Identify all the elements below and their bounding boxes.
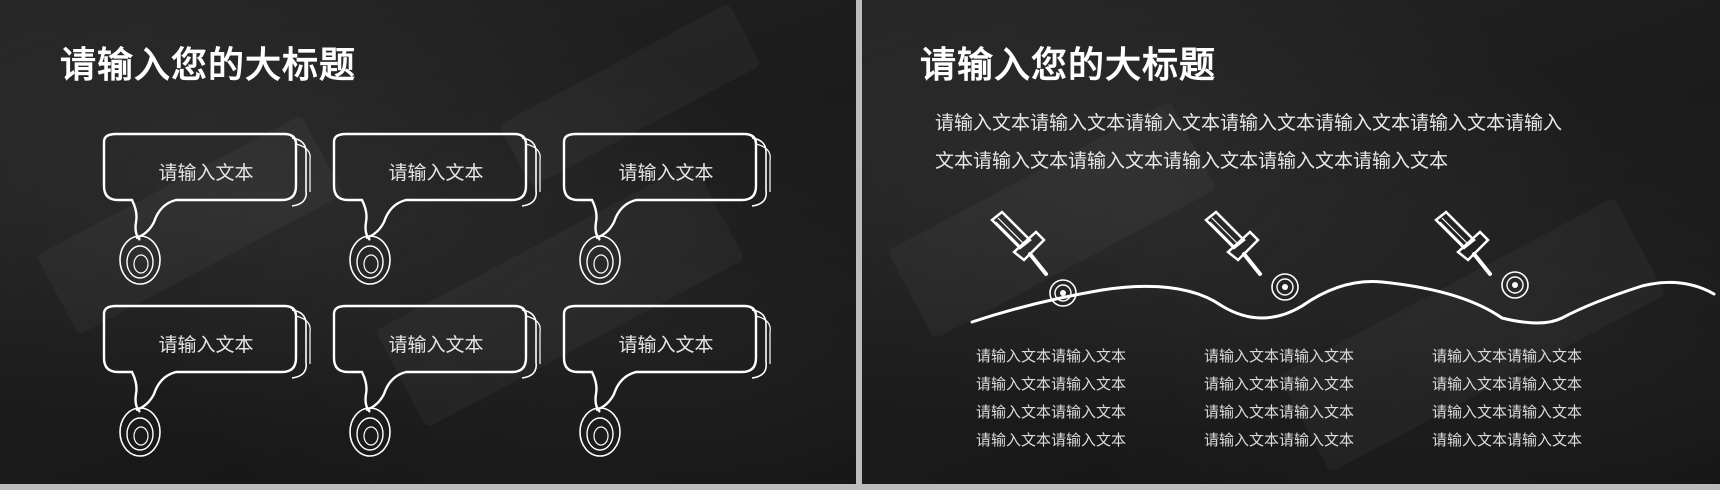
push-pin-icon	[1194, 208, 1274, 288]
column-line: 请输入文本请输入文本	[1204, 403, 1355, 421]
column-line: 请输入文本请输入文本	[1204, 347, 1355, 365]
speech-bubble[interactable]: 请输入文本	[326, 302, 546, 472]
speech-bubble-icon	[332, 132, 541, 285]
speech-bubble-icon	[102, 132, 311, 285]
column-line: 请输入文本请输入文本	[1204, 375, 1355, 393]
bubble-label: 请输入文本	[618, 334, 714, 356]
text-column: 请输入文本请输入文本 请输入文本请输入文本 请输入文本请输入文本 请输入文本请输…	[1432, 342, 1632, 454]
bubble-label: 请输入文本	[618, 162, 714, 184]
speech-bubble[interactable]: 请输入文本	[556, 130, 776, 300]
speech-bubble-icon	[562, 304, 771, 457]
column-line: 请输入文本请输入文本	[976, 403, 1127, 421]
wave-line	[970, 280, 1716, 325]
text-column: 请输入文本请输入文本 请输入文本请输入文本 请输入文本请输入文本 请输入文本请输…	[1204, 342, 1404, 454]
column-line: 请输入文本请输入文本	[1432, 347, 1583, 365]
intro-line: 文本请输入文本请输入文本请输入文本请输入文本请输入文本	[935, 150, 1449, 172]
scribble-dot-icon	[1271, 273, 1299, 301]
column-line: 请输入文本请输入文本	[1432, 375, 1583, 393]
bubble-label: 请输入文本	[158, 162, 254, 184]
speech-bubble[interactable]: 请输入文本	[556, 302, 776, 472]
speech-bubble[interactable]: 请输入文本	[96, 302, 316, 472]
scribble-dot-icon	[1501, 271, 1529, 299]
slide-title: 请输入您的大标题	[60, 45, 357, 86]
column-line: 请输入文本请输入文本	[1204, 431, 1355, 449]
speech-bubble-icon	[102, 304, 311, 457]
slide-title: 请输入您的大标题	[920, 45, 1217, 86]
column-line: 请输入文本请输入文本	[1432, 431, 1583, 449]
scribble-dot-icon	[1049, 279, 1077, 307]
intro-paragraph: 请输入文本请输入文本请输入文本请输入文本请输入文本请输入文本请输入 文本请输入文…	[935, 104, 1675, 180]
column-line: 请输入文本请输入文本	[976, 431, 1127, 449]
bubble-label: 请输入文本	[388, 162, 484, 184]
slide-left: 请输入您的大标题 请输入文本 请输入文本	[0, 0, 856, 484]
text-column: 请输入文本请输入文本 请输入文本请输入文本 请输入文本请输入文本 请输入文本请输…	[976, 342, 1176, 454]
column-line: 请输入文本请输入文本	[1432, 403, 1583, 421]
wave-timeline	[970, 280, 1716, 325]
push-pin-icon	[980, 208, 1060, 288]
push-pin-icon	[1424, 208, 1504, 288]
speech-bubble[interactable]: 请输入文本	[96, 130, 316, 300]
slide-right: 请输入您的大标题 请输入文本请输入文本请输入文本请输入文本请输入文本请输入文本请…	[862, 0, 1720, 484]
intro-line: 请输入文本请输入文本请输入文本请输入文本请输入文本请输入文本请输入	[935, 112, 1563, 134]
column-line: 请输入文本请输入文本	[976, 347, 1127, 365]
bubble-label: 请输入文本	[158, 334, 254, 356]
speech-bubble[interactable]: 请输入文本	[326, 130, 546, 300]
speech-bubble-icon	[332, 304, 541, 457]
bubble-label: 请输入文本	[388, 334, 484, 356]
speech-bubble-icon	[562, 132, 771, 285]
column-line: 请输入文本请输入文本	[976, 375, 1127, 393]
